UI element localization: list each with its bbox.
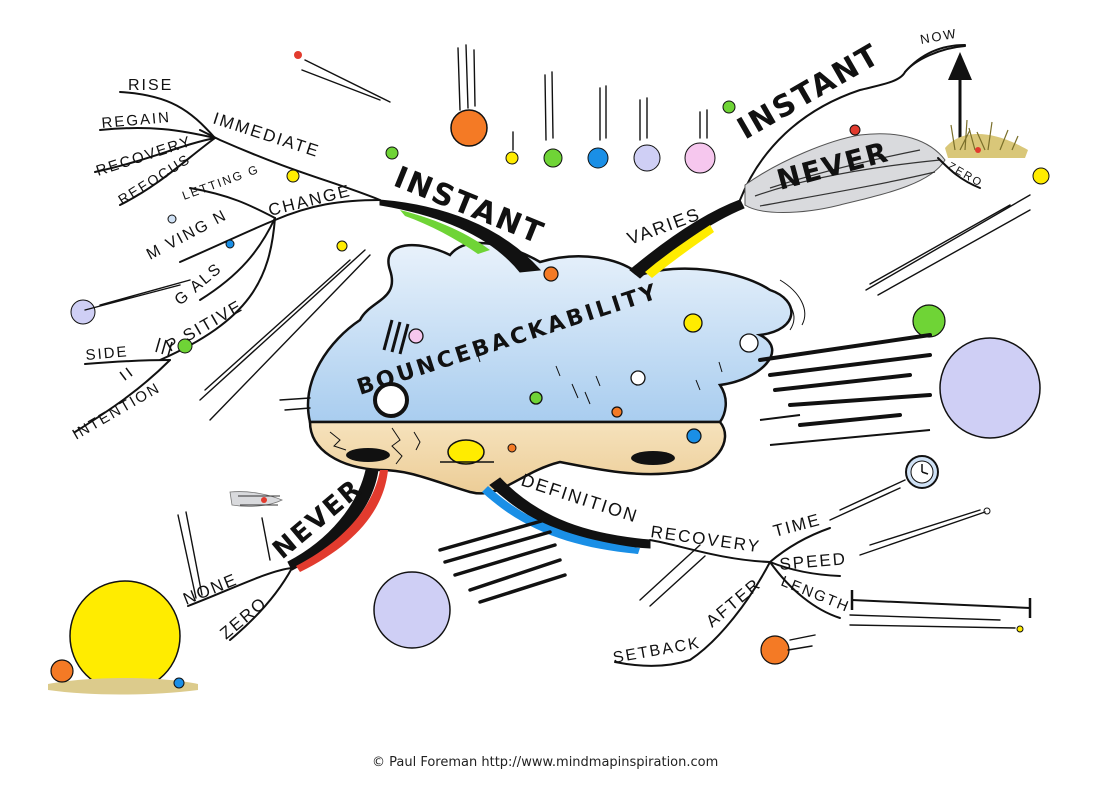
central-cloud: BOUNCEBACKABILITY <box>306 241 793 495</box>
ground-hole <box>346 448 390 462</box>
footer-credit: © Paul Foreman http://www.mindmapinspira… <box>372 755 718 770</box>
dot <box>611 406 623 418</box>
label-setback: SETBACK <box>612 635 702 667</box>
dot <box>225 239 235 249</box>
ground-sun <box>447 439 485 465</box>
dot <box>543 266 559 282</box>
dot <box>739 333 759 353</box>
label-recovery-right: RECOVERY <box>649 522 762 556</box>
label-zero-right: ZERO <box>946 160 985 190</box>
label-rise: RISE <box>128 77 173 94</box>
dot <box>167 214 177 224</box>
dot <box>1032 167 1050 185</box>
lavender-planet <box>373 571 451 649</box>
dot <box>50 659 74 683</box>
cloud-motion-lines <box>476 351 723 405</box>
label-change: CHANGE <box>266 181 353 220</box>
dot <box>912 304 946 338</box>
bouncing-o <box>373 382 409 418</box>
label-positive: P SITIVE <box>163 296 247 355</box>
dot <box>1016 625 1024 633</box>
dot <box>684 142 716 174</box>
ground-cracks <box>329 427 421 465</box>
dot <box>294 51 302 59</box>
right-top-lines <box>739 44 1028 213</box>
left-bottom-lines <box>187 491 293 641</box>
ground-hole <box>631 451 675 465</box>
dot <box>336 240 348 252</box>
dot <box>683 313 703 333</box>
label-after: AFTER <box>702 574 765 631</box>
dot <box>286 169 300 183</box>
label-moving-on: M VING N <box>144 207 230 264</box>
label-letting-go: LETTING G <box>180 162 261 203</box>
clock-icon <box>905 455 939 489</box>
label-instant-right: INSTANT <box>732 37 887 147</box>
branch-shapes <box>287 199 745 572</box>
label-speed: SPEED <box>779 549 848 574</box>
right-bottom-lines <box>614 527 1032 667</box>
dot <box>173 677 185 689</box>
dot <box>507 443 517 453</box>
dot <box>760 635 790 665</box>
dot <box>633 144 661 172</box>
label-zero-left: ZERO <box>216 593 271 643</box>
dot <box>722 100 736 114</box>
dot <box>385 146 399 160</box>
ground-strip <box>48 678 198 695</box>
orange-ball <box>450 109 488 147</box>
yellow-sun <box>69 580 181 692</box>
dot <box>408 328 424 344</box>
dot <box>630 370 646 386</box>
title-motion-lines <box>382 319 410 355</box>
label-intention: INTENTION <box>70 379 164 443</box>
label-regain: REGAIN <box>101 109 172 132</box>
decor-circles <box>48 51 1050 695</box>
label-side: SIDE <box>85 343 129 364</box>
lavender-planet <box>939 337 1041 439</box>
label-now: NOW <box>919 26 959 47</box>
dot <box>983 507 991 515</box>
dot <box>177 338 193 354</box>
cloud-ground <box>308 420 727 495</box>
dot <box>70 299 96 325</box>
label-length: LENGTH <box>779 573 853 616</box>
dot <box>587 147 609 169</box>
dot <box>529 391 543 405</box>
label-immediate: IMMEDIATE <box>211 109 323 161</box>
dot <box>505 151 519 165</box>
dot <box>543 148 563 168</box>
right-top-labels: VARIES INSTANT NEVER NOW ZERO <box>625 26 985 249</box>
dot <box>686 428 702 444</box>
motion-lines <box>84 44 1031 651</box>
label-time: TIME <box>771 510 823 541</box>
label-none: NONE <box>180 570 240 609</box>
